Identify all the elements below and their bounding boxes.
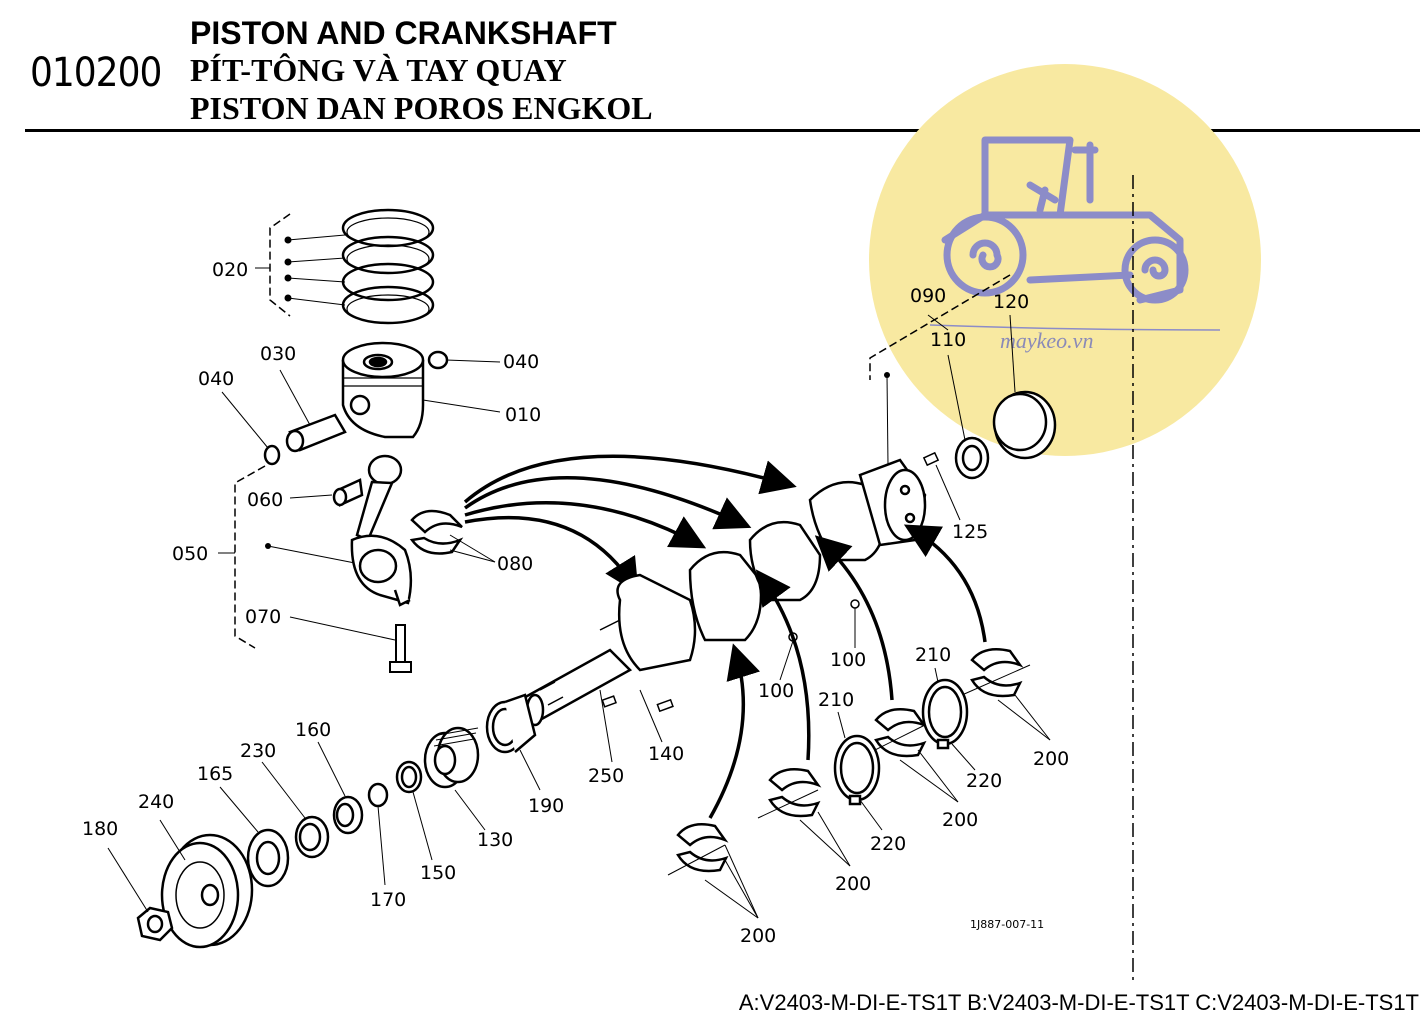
part-label-180: 180 [82,818,118,840]
section-code: 010200 [30,50,162,96]
tractor-icon [941,136,1189,304]
title-indonesian: PISTON DAN POROS ENGKOL [190,90,653,126]
part-label-170: 170 [370,889,406,911]
part-label-250: 250 [588,765,624,787]
piston [341,341,425,439]
part-label-150: 150 [420,862,456,884]
part-label-060: 060 [247,489,283,511]
part-label-050: 050 [172,543,208,565]
rear-ball-bearing [954,436,990,480]
part-label-040-right: 040 [503,351,539,373]
collar-160 [332,795,364,835]
part-label-200-c: 200 [942,809,978,831]
part-label-080: 080 [497,553,533,575]
part-label-200-a: 200 [740,925,776,947]
part-label-240: 240 [138,791,174,813]
part-label-125: 125 [952,521,988,543]
part-label-110: 110 [930,329,966,351]
header-rule [25,129,1420,132]
part-label-220-right: 220 [966,770,1002,792]
fan-drive-pulley [160,833,254,949]
part-label-160: 160 [295,719,331,741]
part-label-200-d: 200 [1033,748,1069,770]
bearing-arrows-200 [708,524,987,819]
piston-pin [285,413,347,453]
oil-slinger [395,760,423,794]
part-label-020: 020 [212,259,248,281]
crankshaft-gear [423,726,480,789]
part-label-090: 090 [910,285,946,307]
watermark-circle [869,64,1261,456]
part-label-030: 030 [260,343,296,365]
part-label-190: 190 [528,795,564,817]
part-label-210-left: 210 [818,689,854,711]
figure-code: 1J887-007-11 [970,918,1044,931]
part-label-210-right: 210 [915,644,951,666]
crankshaft-sleeve [246,828,290,888]
rear-oil-seal [992,390,1057,460]
part-label-120: 120 [993,291,1029,313]
title-vietnamese: PÍT-TÔNG VÀ TAY QUAY [190,52,567,88]
bearing-arrows-080 [463,454,797,594]
thrust-washers [833,678,969,806]
small-end-bushing [332,478,364,507]
watermark-text: maykeo.vn [1000,328,1093,353]
connecting-rod [350,454,413,607]
part-label-165: 165 [197,763,233,785]
part-label-040-left: 040 [198,368,234,390]
part-label-220-left: 220 [870,833,906,855]
part-label-130: 130 [477,829,513,851]
piston-rings [341,208,435,325]
crankshaft [517,458,927,727]
crankshaft-collar [485,693,537,754]
watermark-logo: maykeo.vn [869,64,1261,456]
crankpin-bearing [409,509,464,555]
part-label-230: 230 [240,740,276,762]
model-applicability: A:V2403-M-DI-E-TS1T B:V2403-M-DI-E-TS1T … [738,990,1419,1015]
part-label-200-b: 200 [835,873,871,895]
pulley-nut [136,906,174,942]
title-english: PISTON AND CRANKSHAFT [190,15,617,51]
part-label-010: 010 [505,404,541,426]
part-label-100-right: 100 [830,649,866,671]
part-label-070: 070 [245,606,281,628]
connecting-rod-bolt [389,624,412,673]
part-label-140: 140 [648,743,684,765]
part-label-100-left: 100 [758,680,794,702]
front-oil-seal [294,815,330,859]
